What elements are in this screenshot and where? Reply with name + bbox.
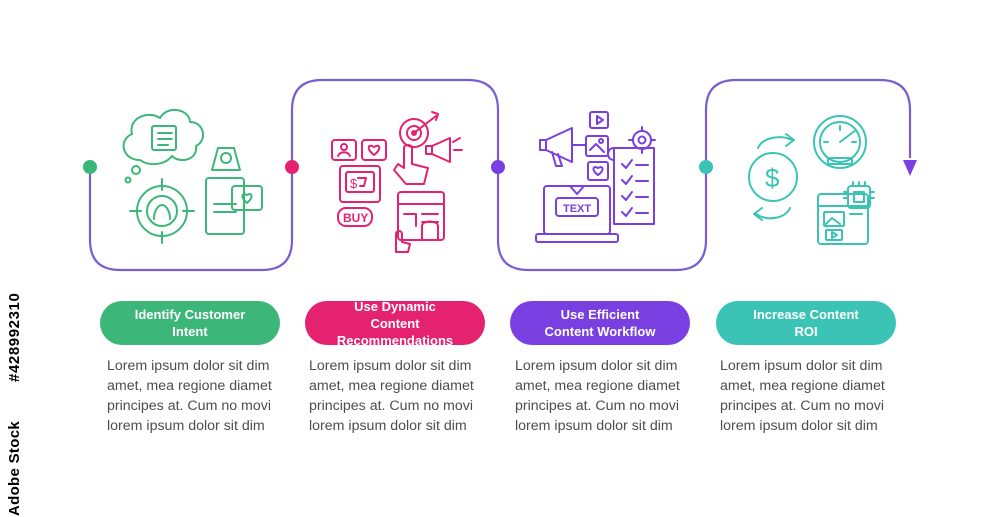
watermark-id-label: #428992310 (6, 292, 23, 382)
step-dot-3 (491, 160, 505, 174)
svg-text:BUY: BUY (343, 211, 368, 225)
step-dot-4 (699, 160, 713, 174)
svg-text:$: $ (765, 163, 780, 193)
step-2-title-line-2: Recommendations (336, 332, 454, 348)
step-4-title-line-1: Increase Content ROI (753, 307, 859, 339)
svg-text:TEXT: TEXT (563, 203, 591, 215)
watermark-site-label: Adobe Stock (6, 421, 23, 516)
svg-text:$: $ (350, 176, 358, 191)
step-4-title: Increase Content ROI (716, 301, 896, 345)
step-dot-1 (83, 160, 97, 174)
step-dot-2 (285, 160, 299, 174)
step-1-title-line-2: Intent (172, 324, 208, 339)
step-3-title-line-2: Content Workflow (544, 324, 656, 339)
customer-intent-icon (122, 108, 263, 244)
dynamic-content-icon: $ BUY (331, 111, 463, 253)
content-workflow-icon: TEXT (535, 111, 656, 243)
step-2-title-line-1: Use Dynamic Content (354, 298, 436, 331)
arrow-head-icon (903, 160, 917, 176)
content-roi-icon: $ (748, 115, 875, 245)
step-3-title-line-1: Use Efficient (560, 307, 640, 322)
step-1-title-line-1: Identify Customer (134, 307, 246, 322)
timeline-path (88, 78, 912, 272)
